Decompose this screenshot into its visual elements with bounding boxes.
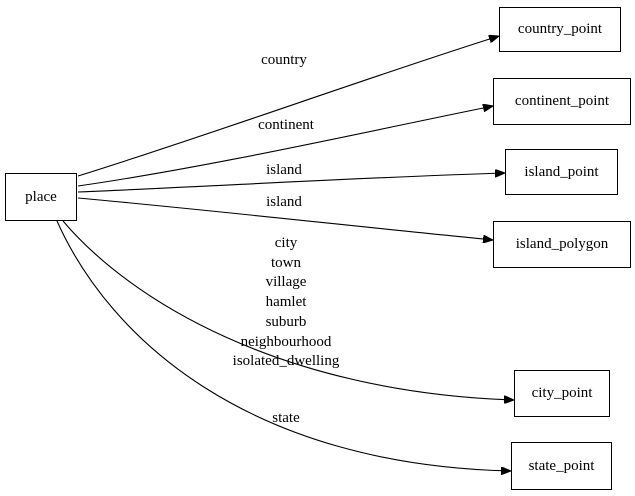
- node-state-point: state_point: [511, 442, 612, 490]
- edge-place-continent-point: [77, 106, 493, 187]
- edge-place-island-point: [77, 173, 505, 193]
- node-island-polygon: island_polygon: [493, 221, 631, 268]
- edge-label-country: country: [261, 52, 307, 68]
- edge-label-island-point: island: [266, 162, 302, 178]
- edge-label-city-group: city town village hamlet suburb neighbou…: [232, 235, 340, 370]
- node-country-point: country_point: [499, 7, 621, 52]
- edge-place-city-point: [62, 220, 514, 400]
- edge-label-continent: continent: [258, 117, 314, 133]
- edge-place-country-point: [77, 36, 499, 177]
- node-city-point: city_point: [514, 370, 610, 417]
- edge-label-island-polygon: island: [266, 194, 302, 210]
- node-place: place: [5, 173, 77, 221]
- node-continent-point: continent_point: [493, 78, 631, 125]
- node-island-point: island_point: [505, 149, 618, 195]
- edge-place-island-polygon: [77, 197, 493, 240]
- edge-label-state: state: [272, 410, 300, 426]
- edge-place-state-point: [56, 220, 511, 471]
